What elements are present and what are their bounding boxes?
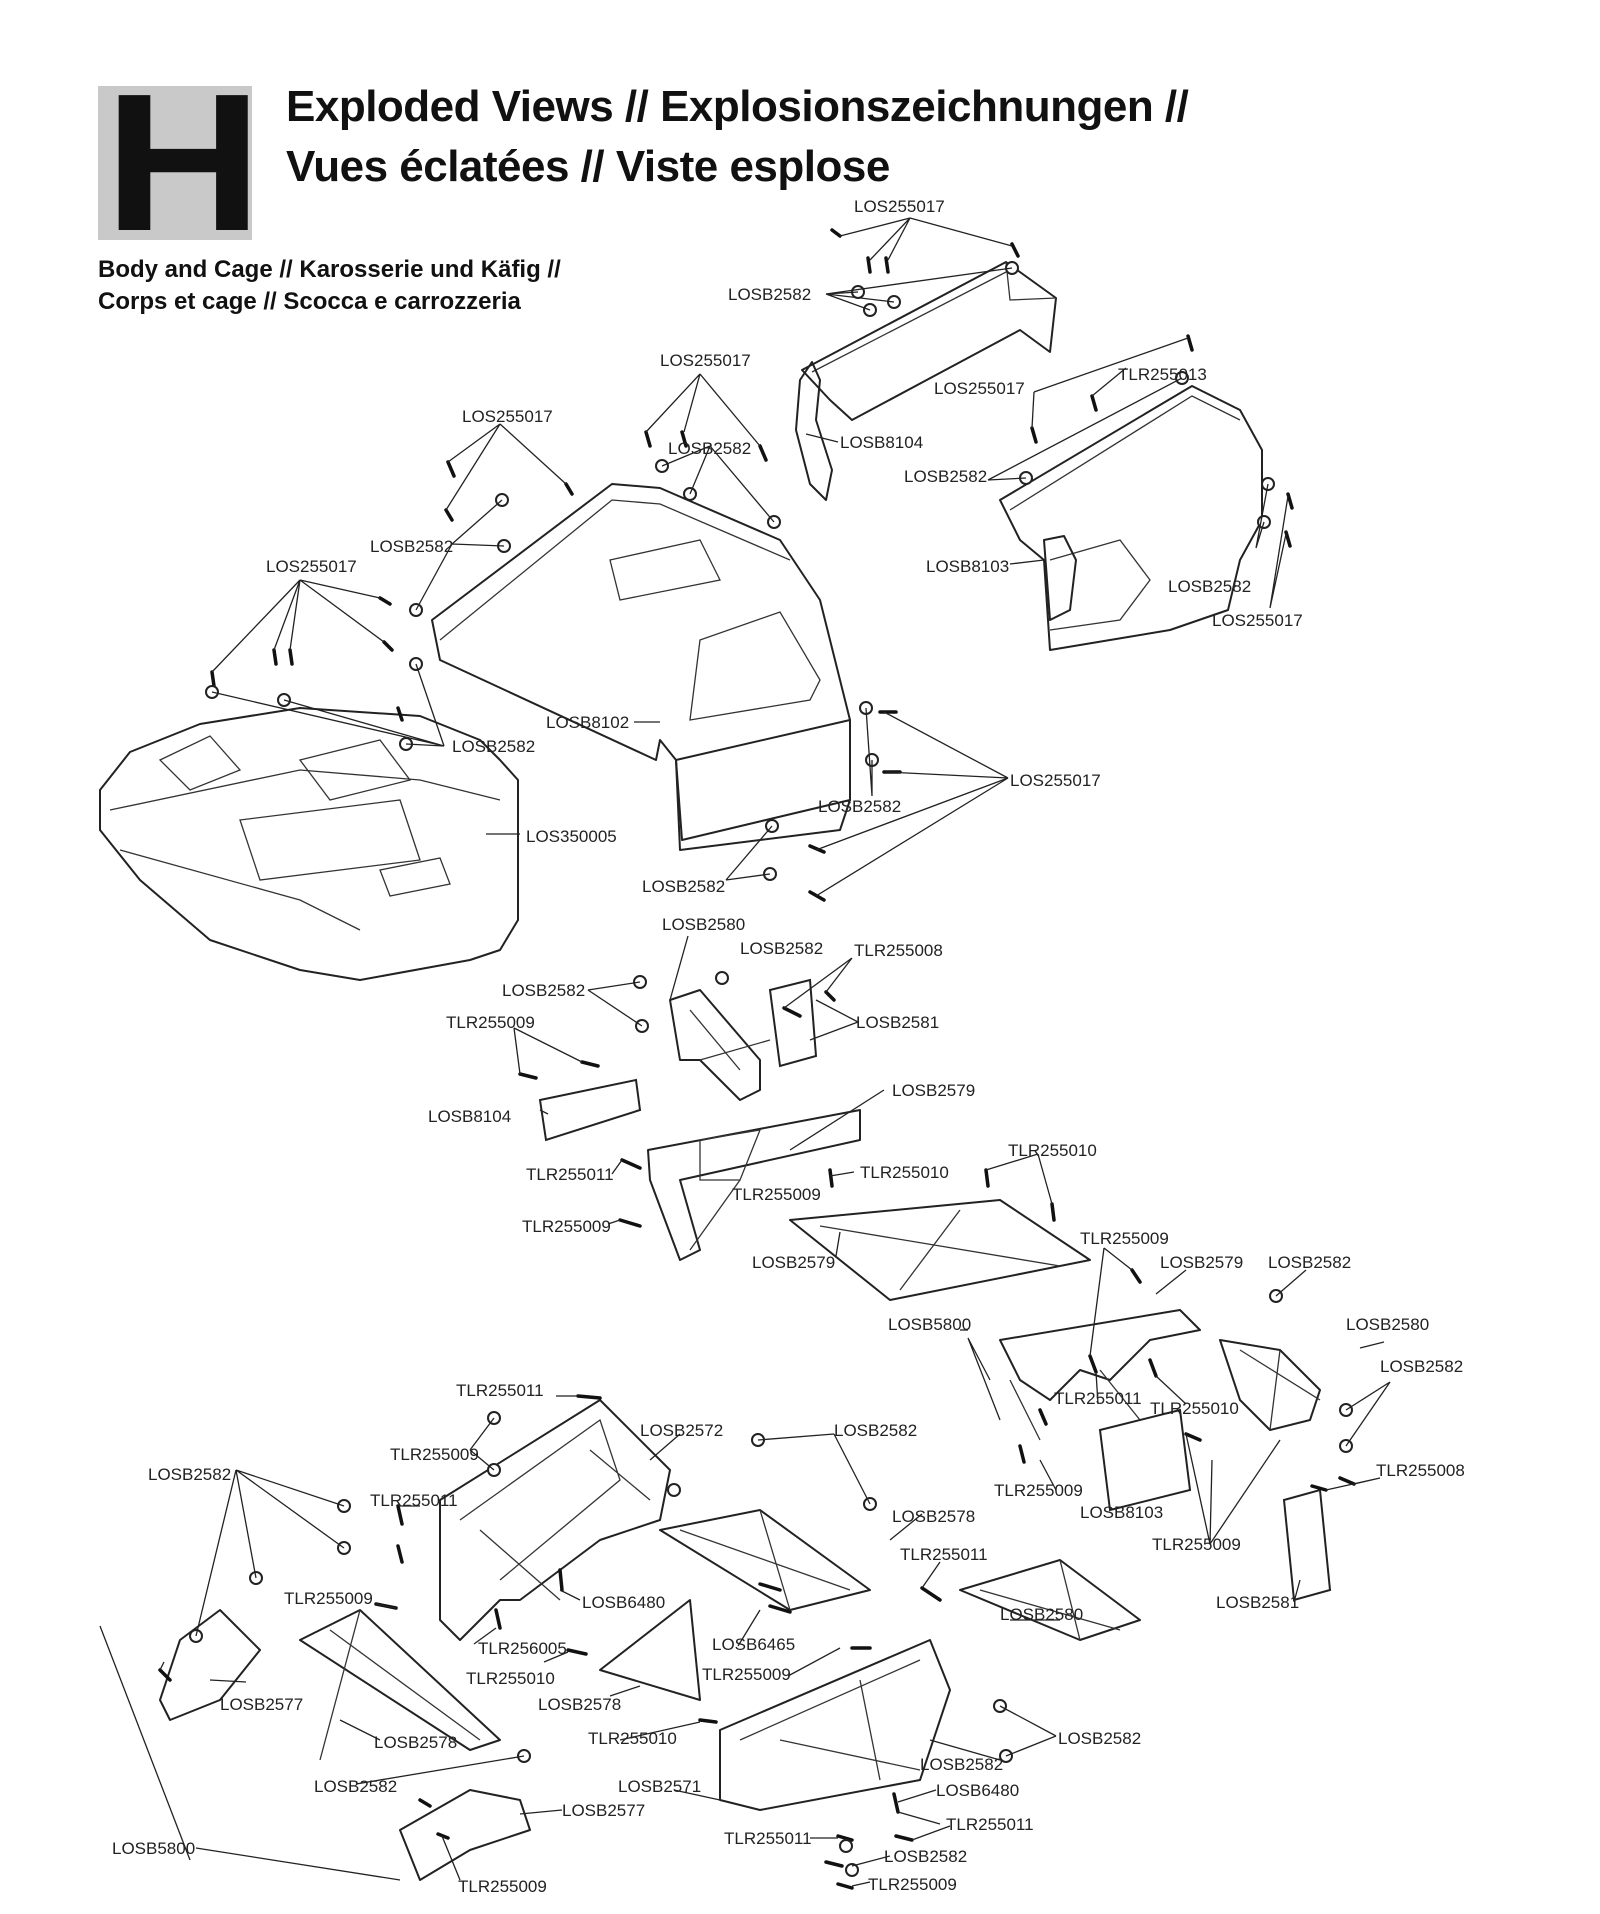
callout-label: TLR255011 — [1054, 1389, 1142, 1408]
callout-label: LOSB2578 — [374, 1733, 457, 1752]
callout-label: TLR255011 — [370, 1491, 458, 1510]
callout-label: LOSB2582 — [314, 1777, 397, 1796]
callout-label: TLR255008 — [854, 941, 943, 960]
callout-label: TLR255010 — [1008, 1141, 1097, 1160]
cab-roof-part — [431, 483, 851, 851]
callout-label: LOS255017 — [1212, 611, 1303, 630]
callout-label: LOSB8104 — [840, 433, 923, 452]
callout-label: LOSB6480 — [936, 1781, 1019, 1800]
callout-label: LOSB2580 — [1346, 1315, 1429, 1334]
callout-label: LOS350005 — [526, 827, 617, 846]
callout-label: LOSB2580 — [662, 915, 745, 934]
callout-label: LOSB2582 — [1168, 577, 1251, 596]
callout-label: LOSB6480 — [582, 1593, 665, 1612]
callout-label: TLR255011 — [900, 1545, 988, 1564]
callout-label: LOSB2579 — [1160, 1253, 1243, 1272]
callout-label: TLR255011 — [456, 1381, 544, 1400]
hardware-screws — [158, 228, 1356, 1890]
section-letter: H — [104, 53, 263, 272]
callout-label: TLR255009 — [522, 1217, 611, 1236]
callout-label: TLR255009 — [284, 1589, 373, 1608]
callout-label: LOSB5800 — [112, 1839, 195, 1858]
callout-label: LOSB2582 — [920, 1755, 1003, 1774]
callout-label: LOSB2582 — [1058, 1729, 1141, 1748]
callout-label: TLR256005 — [478, 1639, 567, 1658]
callout-label: LOSB2582 — [148, 1465, 231, 1484]
callout-label: TLR255008 — [1376, 1461, 1465, 1480]
page-title-line2: Vues éclatées // Viste esplose — [286, 142, 890, 191]
callout-label: TLR255010 — [588, 1729, 677, 1748]
callout-label: LOSB8104 — [428, 1107, 511, 1126]
callout-label: LOSB2582 — [452, 737, 535, 756]
callout-label: LOSB2582 — [668, 439, 751, 458]
callout-label: TLR255009 — [458, 1877, 547, 1896]
callout-label: LOSB2582 — [642, 877, 725, 896]
callout-label: TLR255010 — [1150, 1399, 1239, 1418]
callout-label: LOSB2571 — [618, 1777, 701, 1796]
callout-label: LOSB2581 — [856, 1013, 939, 1032]
callout-label: TLR255013 — [1118, 365, 1207, 384]
callout-label: TLR255009 — [994, 1481, 1083, 1500]
callout-label: LOSB8102 — [546, 713, 629, 732]
callout-labels: LOS255017 LOSB2582 LOS255017 LOSB8104 LO… — [112, 197, 1465, 1896]
callout-label: LOS255017 — [1010, 771, 1101, 790]
callout-label: LOSB2582 — [1268, 1253, 1351, 1272]
rear-fender-part — [999, 385, 1263, 651]
callout-label: TLR255009 — [1080, 1229, 1169, 1248]
callout-label: TLR255009 — [1152, 1535, 1241, 1554]
callout-label: LOS255017 — [934, 379, 1025, 398]
hardware-washers — [189, 261, 1353, 1877]
callout-label: TLR255009 — [732, 1185, 821, 1204]
callout-label: LOSB6465 — [712, 1635, 795, 1654]
cage-parts — [159, 978, 1332, 1881]
callout-label: LOSB2579 — [752, 1253, 835, 1272]
callout-label: TLR255011 — [724, 1829, 812, 1848]
callout-label: LOSB2582 — [740, 939, 823, 958]
callout-label: LOSB2582 — [834, 1421, 917, 1440]
callout-label: LOSB5800 — [888, 1315, 971, 1334]
callout-label: LOS255017 — [854, 197, 945, 216]
callout-label: LOSB2582 — [728, 285, 811, 304]
callout-label: LOSB2582 — [818, 797, 901, 816]
callout-label: TLR255011 — [946, 1815, 1034, 1834]
callout-label: TLR255010 — [860, 1163, 949, 1182]
callout-label: LOSB2582 — [1380, 1357, 1463, 1376]
section-subtitle-line1: Body and Cage // Karosserie und Käfig // — [98, 256, 561, 283]
callout-label: TLR255011 — [526, 1165, 614, 1184]
callout-label: TLR255009 — [702, 1665, 791, 1684]
callout-label: LOSB2582 — [884, 1847, 967, 1866]
front-body-part — [99, 707, 519, 981]
callout-label: LOS255017 — [462, 407, 553, 426]
callout-label: LOSB2578 — [538, 1695, 621, 1714]
page-title-line1: Exploded Views // Explosionszeichnungen … — [286, 82, 1189, 131]
callout-label: LOSB2582 — [370, 537, 453, 556]
leader-lines — [99, 217, 1391, 1887]
section-subtitle-line2: Corps et cage // Scocca e carrozzeria — [98, 288, 521, 315]
callout-label: LOSB2582 — [904, 467, 987, 486]
callout-label: TLR255009 — [446, 1013, 535, 1032]
callout-label: LOSB2577 — [220, 1695, 303, 1714]
callout-label: LOSB8103 — [1080, 1503, 1163, 1522]
callout-label: LOSB2582 — [502, 981, 585, 1000]
callout-label: LOSB8103 — [926, 557, 1009, 576]
callout-label: LOSB2581 — [1216, 1593, 1299, 1612]
callout-label: LOSB2577 — [562, 1801, 645, 1820]
callout-label: TLR255010 — [466, 1669, 555, 1688]
callout-label: LOS255017 — [266, 557, 357, 576]
callout-label: TLR255009 — [390, 1445, 479, 1464]
callout-label: TLR255009 — [868, 1875, 957, 1894]
callout-label: LOSB2578 — [892, 1507, 975, 1526]
callout-label: LOSB2572 — [640, 1421, 723, 1440]
callout-label: LOS255017 — [660, 351, 751, 370]
callout-label: LOSB2580 — [1000, 1605, 1083, 1624]
callout-label: LOSB2579 — [892, 1081, 975, 1100]
section-tab — [98, 86, 252, 240]
